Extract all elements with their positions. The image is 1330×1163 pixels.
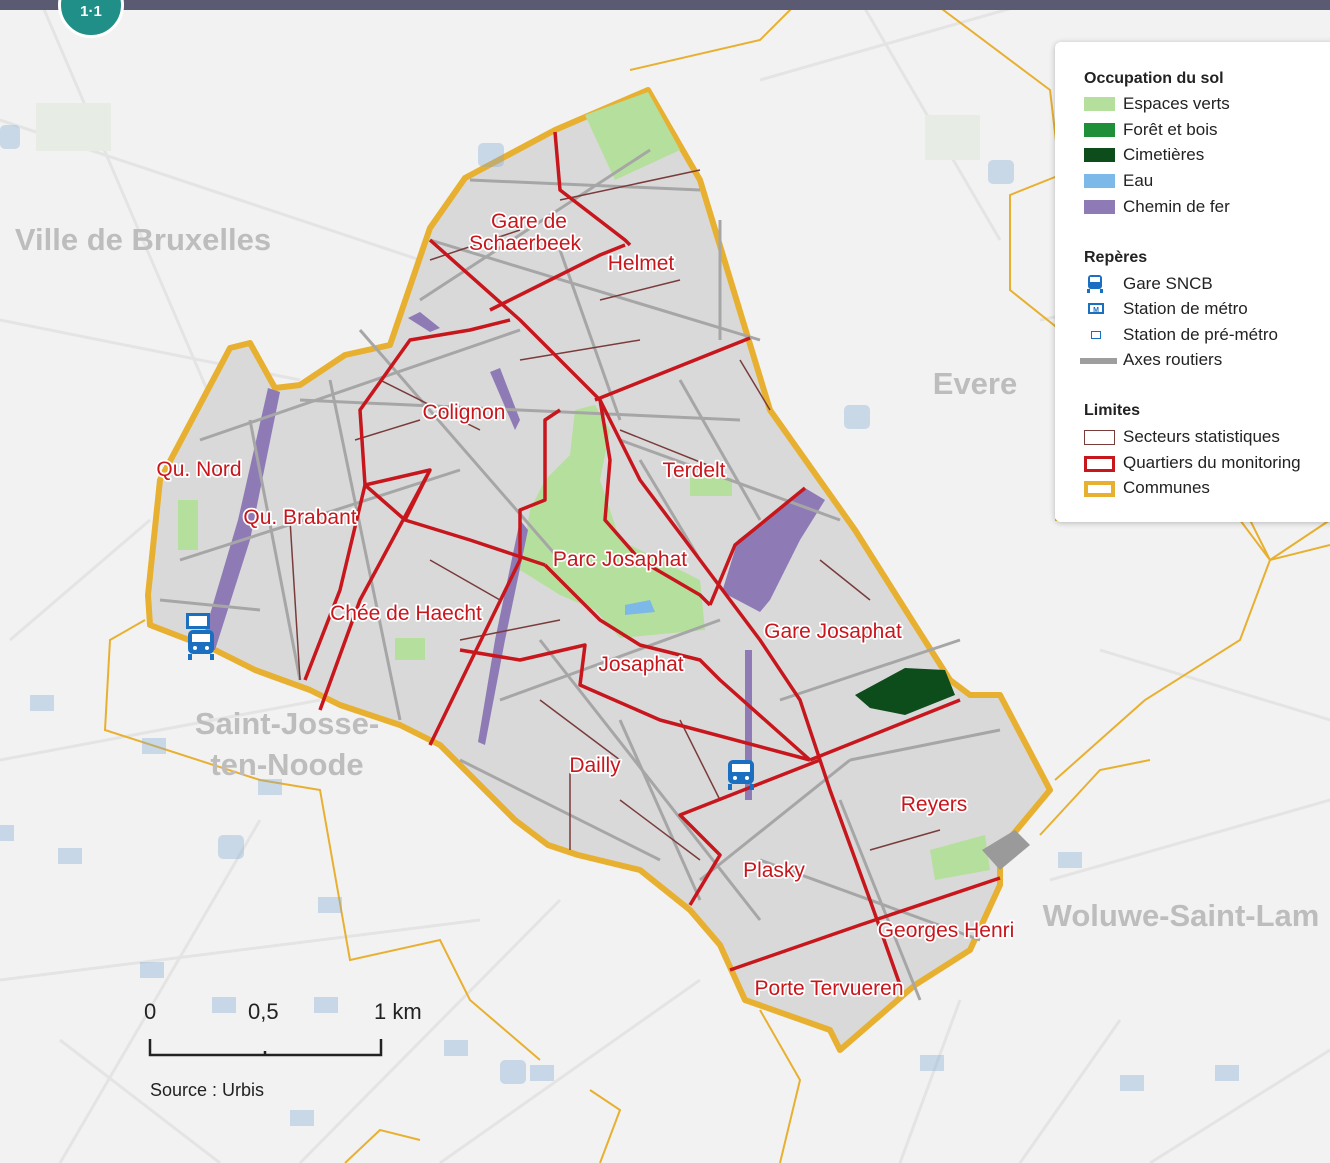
background-parks <box>36 103 980 160</box>
legend-title-limites: Limites <box>1084 402 1141 419</box>
legend-item-secteurs: Secteurs statistiques <box>1084 427 1330 449</box>
quartier-label: Helmet <box>608 252 675 275</box>
legend-swatch <box>1084 97 1115 111</box>
legend-item-axes: Axes routiers <box>1080 350 1330 372</box>
commune-label: Evere <box>933 366 1017 401</box>
statistical-sectors <box>289 169 941 861</box>
svg-text:M: M <box>1093 307 1099 314</box>
badge-text: 1·1 <box>80 3 102 20</box>
commune-label: ten-Noode <box>210 747 363 782</box>
quartier-label: Chée de Haecht <box>330 602 482 625</box>
metro-icon[interactable] <box>186 613 210 629</box>
legend-title-reperes: Repères <box>1084 249 1148 266</box>
quartier-label: Plasky <box>743 859 805 882</box>
quartier-label: Reyers <box>901 793 968 816</box>
legend-swatch <box>1084 430 1115 445</box>
scale-bar: 0 0,5 1 km <box>140 995 440 1105</box>
legend-swatch <box>1084 456 1115 472</box>
quartier-label: Parc Josaphat <box>553 548 687 571</box>
legend-label: Eau <box>1123 171 1154 190</box>
quartier-label: Qu. Nord <box>156 458 241 481</box>
legend-item-foret: Forêt et bois <box>1084 120 1330 142</box>
legend-item-eau: Eau <box>1084 171 1330 193</box>
legend-label: Station de pré-métro <box>1123 325 1278 344</box>
legend-swatch <box>1084 148 1115 162</box>
quartier-label: Porte Tervueren <box>754 977 903 1000</box>
premetro-icon <box>1091 331 1101 339</box>
quartier-label: Dailly <box>569 754 621 777</box>
quartier-label: Colignon <box>423 401 506 424</box>
legend-label: Forêt et bois <box>1123 120 1218 139</box>
legend-title-occupation: Occupation du sol <box>1084 70 1224 87</box>
train-icon <box>1087 275 1103 293</box>
legend-item-premetro: Station de pré-métro <box>1084 325 1330 347</box>
scale-line <box>148 1039 383 1057</box>
green-spaces <box>178 92 990 880</box>
metro-icon: M <box>1088 303 1104 314</box>
quartier-labels: Gare de Schaerbeek Helmet Colignon Terde… <box>155 208 1016 1002</box>
legend-item-espaces-verts: Espaces verts <box>1084 94 1330 116</box>
commune-label: Saint-Josse- <box>195 706 379 741</box>
quartier-label: Georges Henri <box>878 919 1015 942</box>
legend-item-chemin-de-fer: Chemin de fer <box>1084 197 1330 219</box>
legend-label: Cimetières <box>1123 145 1205 164</box>
quartier-label: Schaerbeek <box>469 232 582 255</box>
legend-label: Axes routiers <box>1123 350 1223 369</box>
legend-label: Communes <box>1123 478 1210 497</box>
legend-label: Quartiers du monitoring <box>1123 453 1301 472</box>
quartier-label: Josaphat <box>598 653 683 676</box>
legend-label: Espaces verts <box>1123 94 1230 113</box>
scale-label: 1 km <box>374 999 422 1024</box>
legend-panel: Occupation du sol Espaces verts Forêt et… <box>1055 42 1330 522</box>
train-icon[interactable] <box>188 630 214 660</box>
quartier-label: Gare de <box>491 210 567 233</box>
road-interchange <box>982 830 1030 870</box>
legend-label: Secteurs statistiques <box>1123 427 1280 446</box>
legend-item-communes: Communes <box>1084 478 1330 500</box>
background-station-icons <box>0 125 1239 1126</box>
legend-swatch <box>1084 123 1115 137</box>
quartier-boundaries <box>303 131 1001 986</box>
commune-labels: Ville de Bruxelles Evere Saint-Josse- te… <box>15 222 1319 933</box>
legend-label: Station de métro <box>1123 299 1248 318</box>
legend-swatch <box>1084 481 1115 497</box>
legend-swatch <box>1084 200 1115 214</box>
legend-label: Chemin de fer <box>1123 197 1230 216</box>
legend-item-metro: M Station de métro <box>1084 299 1330 321</box>
legend-item-gare: Gare SNCB <box>1084 274 1330 296</box>
commune-label: Woluwe-Saint-Lam <box>1043 898 1320 933</box>
header-bar <box>0 0 1330 10</box>
quartier-label: Terdelt <box>662 459 725 482</box>
legend-swatch <box>1084 174 1115 188</box>
source-note: Source : Urbis <box>150 1080 265 1100</box>
road-swatch <box>1080 358 1117 364</box>
commune-label: Ville de Bruxelles <box>15 222 271 257</box>
scale-label: 0 <box>144 999 157 1024</box>
scale-label: 0,5 <box>248 999 279 1024</box>
quartier-label: Gare Josaphat <box>764 620 902 643</box>
legend-item-cimetieres: Cimetières <box>1084 145 1330 167</box>
train-icon[interactable] <box>728 760 754 790</box>
neighbour-commune-boundaries <box>103 0 1330 1163</box>
quartier-label: Qu. Brabant <box>243 506 356 529</box>
railways <box>200 312 825 800</box>
legend-label: Gare SNCB <box>1123 274 1213 293</box>
legend-item-quartiers: Quartiers du monitoring <box>1084 453 1330 475</box>
